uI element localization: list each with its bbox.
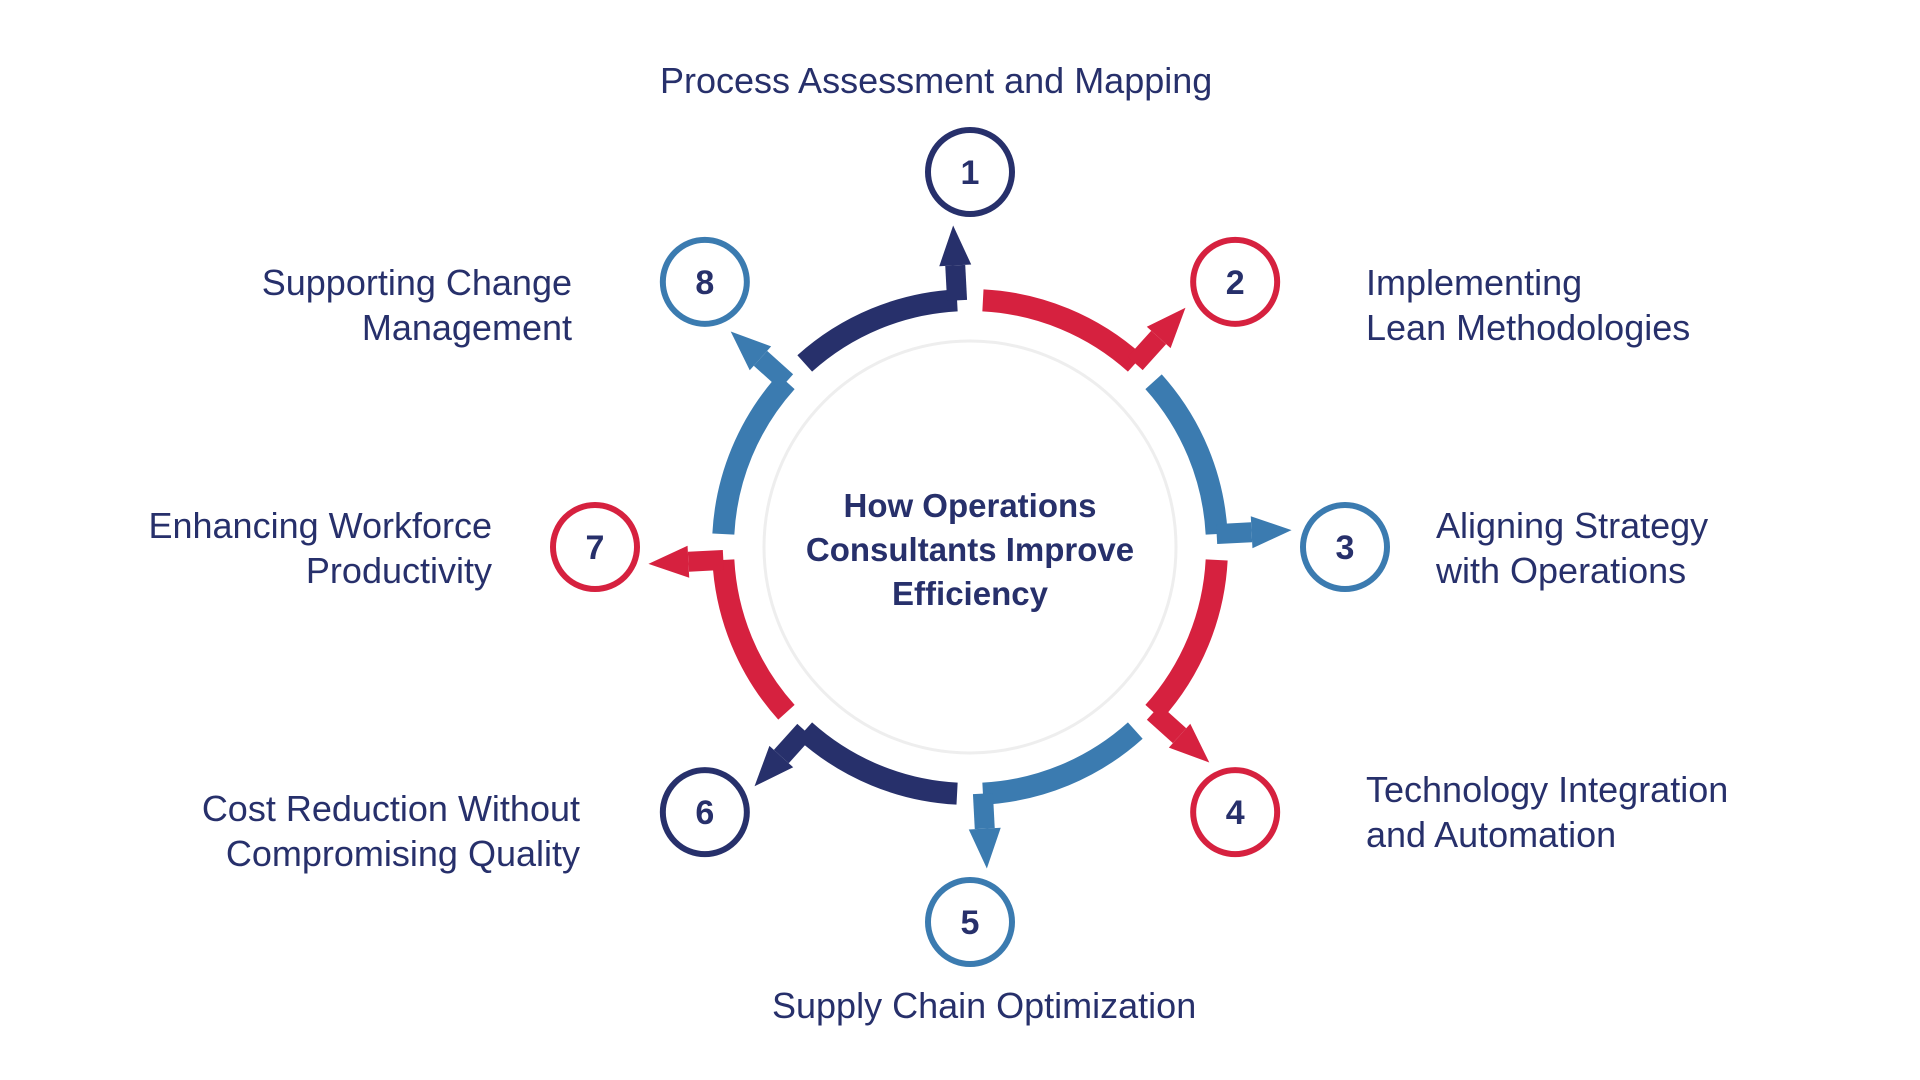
step-1-label: Process Assessment and Mapping (660, 60, 1213, 101)
step-7-number: 7 (586, 529, 605, 567)
arrow-segments (648, 225, 1292, 869)
arrow-stem-7 (687, 549, 724, 572)
step-4-number: 4 (1226, 794, 1245, 832)
arrow-head-1 (939, 225, 972, 267)
arrow-head-6 (754, 745, 794, 787)
step-3-number: 3 (1336, 529, 1355, 567)
step-3-label: Aligning Strategy with Operations (1436, 505, 1709, 591)
ring-segment-3 (1145, 374, 1228, 535)
step-7-badge (550, 502, 640, 592)
ring-segment-1 (797, 289, 958, 372)
step-3-badge (1300, 502, 1390, 592)
arrow-stem-8 (753, 350, 794, 390)
step-8-label: Supporting Change Management (261, 262, 572, 348)
arrow-head-8 (730, 331, 772, 371)
ring-segment-2 (982, 289, 1143, 372)
arrow-stem-1 (945, 264, 968, 301)
arrow-head-2 (1146, 307, 1186, 349)
arrow-head-4 (1168, 723, 1210, 763)
step-4-badge (1190, 767, 1281, 858)
step-7-label: Enhancing Workforce Productivity (148, 505, 492, 591)
arrow-stem-6 (773, 723, 813, 764)
ring-segment-7 (712, 559, 795, 720)
step-badges: 1 2 3 4 5 6 7 8 (550, 127, 1390, 967)
step-1-number: 1 (961, 154, 980, 192)
ring-segment-6 (797, 722, 958, 805)
step-4-label: Technology Integration and Automation (1366, 769, 1729, 855)
step-2-number: 2 (1226, 264, 1245, 302)
arrow-stem-4 (1146, 704, 1187, 744)
arrow-head-5 (968, 827, 1001, 869)
step-5-label: Supply Chain Optimization (772, 985, 1197, 1026)
step-6-badge (659, 767, 750, 858)
step-2-label: Implementing Lean Methodologies (1366, 262, 1691, 348)
step-8-number: 8 (695, 264, 714, 302)
ring-segment-8 (712, 374, 795, 535)
arrow-head-7 (648, 545, 690, 578)
step-6-label: Cost Reduction Without Compromising Qual… (201, 788, 580, 874)
center-disc (762, 339, 1178, 755)
arrow-stem-2 (1127, 330, 1167, 371)
step-2-badge (1190, 236, 1281, 327)
step-5-number: 5 (961, 904, 980, 942)
arrow-head-3 (1250, 516, 1292, 549)
arrow-stem-3 (1216, 522, 1253, 545)
arrow-stem-5 (972, 793, 995, 830)
step-8-badge (659, 236, 750, 327)
step-6-number: 6 (695, 794, 714, 832)
step-5-badge (925, 877, 1015, 967)
center-title: How Operations Consultants Improve Effic… (805, 487, 1135, 612)
ring-segment-4 (1145, 559, 1228, 720)
step-1-badge (925, 127, 1015, 217)
ring-segment-5 (982, 722, 1143, 805)
